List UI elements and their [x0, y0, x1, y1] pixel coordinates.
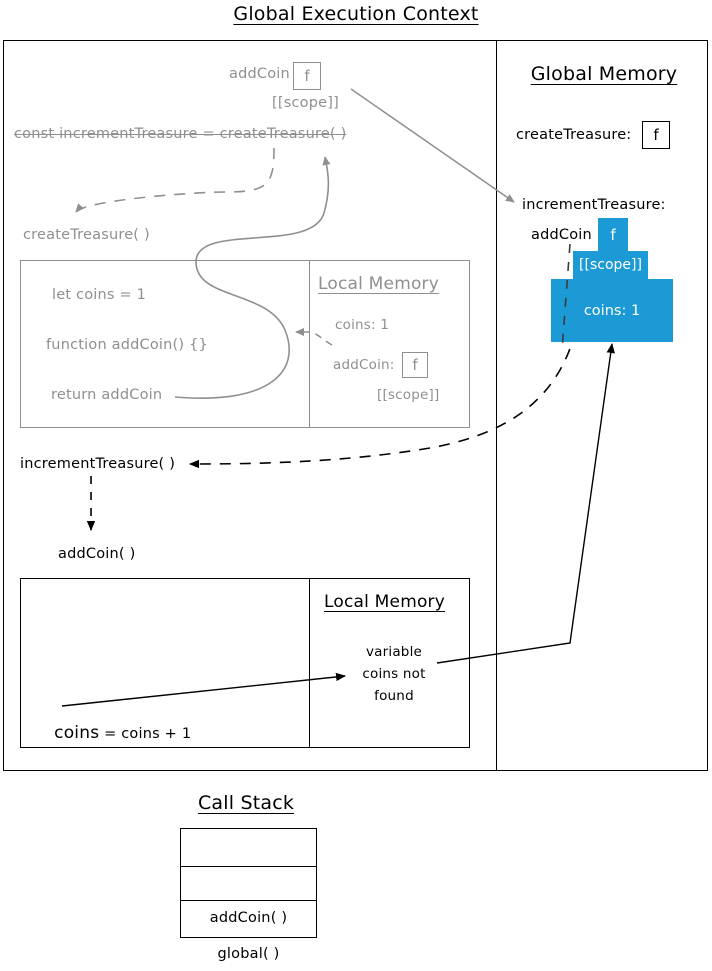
- closure-scope-label: [[scope]]: [272, 95, 339, 111]
- global-execution-context-frame: [3, 40, 708, 771]
- addcoin-note-line-0: variable: [365, 644, 423, 660]
- call-stack-box: [180, 828, 317, 938]
- closure-blue-coins-glyph: coins: 1: [583, 302, 641, 319]
- createtreasure-code-line-1: function addCoin() {}: [46, 337, 208, 353]
- createtreasure-frame-divider: [309, 260, 311, 428]
- closure-blue-coins-box: coins: 1: [551, 279, 673, 342]
- addcoin-note-line-2: found: [374, 688, 414, 704]
- closure-blue-scope-box: [[scope]]: [573, 251, 648, 279]
- global-memory-createtreasure-f-box: f: [642, 121, 670, 149]
- global-memory-createtreasure-label: createTreasure:: [516, 127, 632, 143]
- increment-treasure-call-label: incrementTreasure( ): [20, 456, 176, 472]
- closure-blue-f-glyph: f: [610, 225, 616, 244]
- createtreasure-call-label: createTreasure( ): [23, 227, 150, 243]
- createtreasure-memory-coins: coins: 1: [335, 317, 390, 333]
- createtreasure-code-line-0: let coins = 1: [52, 287, 147, 303]
- addcoin-code-line-tail: = coins + 1: [99, 725, 192, 742]
- addcoin-note-line-1: coins not: [362, 666, 426, 682]
- global-memory-title: Global Memory: [530, 63, 678, 85]
- addcoin-frame-box: [20, 578, 470, 748]
- addcoin-call-label: addCoin( ): [58, 546, 136, 562]
- createtreasure-memory-addcoin-f-box: f: [402, 352, 428, 378]
- createtreasure-frame-box: [20, 260, 470, 428]
- addcoin-code-line-head: coins: [54, 722, 100, 743]
- call-stack-frame-2: addCoin( ): [209, 910, 288, 926]
- global-memory-increment-label: incrementTreasure:: [522, 197, 666, 213]
- page-title: Global Execution Context: [233, 3, 479, 25]
- call-stack-title: Call Stack: [197, 792, 295, 814]
- addcoin-local-memory-title: Local Memory: [324, 592, 446, 612]
- createtreasure-code-line-2: return addCoin: [51, 387, 163, 403]
- closure-blue-f-box: f: [598, 218, 628, 251]
- global-memory-addcoin-label: addCoin: [531, 227, 592, 243]
- createtreasure-memory-addcoin-scope: [[scope]]: [377, 387, 440, 403]
- call-stack-divider-2: [180, 900, 317, 902]
- createtreasure-memory-addcoin-label: addCoin:: [333, 357, 395, 373]
- call-stack-divider-1: [180, 866, 317, 868]
- createtreasure-memory-addcoin-f-glyph: f: [412, 356, 418, 374]
- const-increment-treasure-line: const incrementTreasure = createTreasure…: [14, 126, 347, 142]
- closure-blue-scope-glyph: [[scope]]: [579, 257, 642, 273]
- closure-addcoin-label: addCoin: [229, 66, 290, 82]
- global-memory-createtreasure-f-glyph: f: [653, 126, 659, 144]
- call-stack-global-label: global( ): [217, 946, 280, 962]
- closure-f-glyph: f: [304, 67, 310, 85]
- createtreasure-local-memory-title: Local Memory: [318, 274, 440, 294]
- addcoin-code-line: coins = coins + 1: [33, 706, 191, 760]
- context-memory-divider: [496, 40, 498, 771]
- addcoin-frame-divider: [309, 578, 311, 748]
- closure-f-box: f: [293, 62, 321, 90]
